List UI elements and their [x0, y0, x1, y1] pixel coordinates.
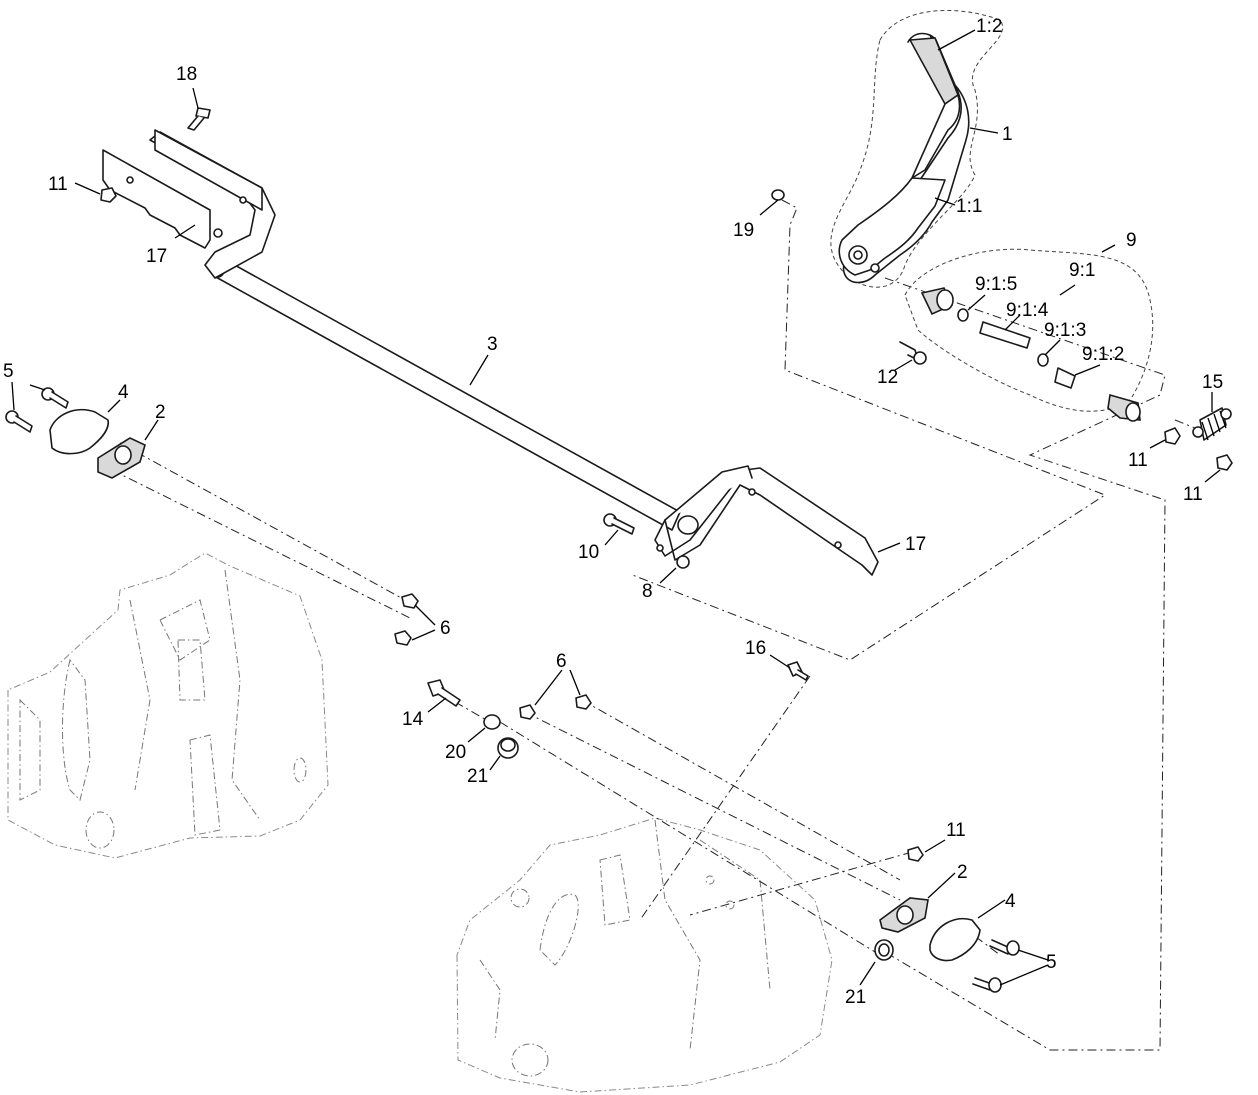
bushing-21-bottom: [874, 939, 894, 961]
assembly-1-outline: [830, 10, 1003, 288]
callout-5-left-a: 5: [3, 361, 14, 382]
bolt-16: [787, 661, 809, 681]
nut-6-lower: [394, 630, 412, 646]
left-arm-bracket: [102, 129, 276, 279]
nut-6-middle-a: [519, 704, 536, 720]
callout-17-bottom: 17: [905, 534, 926, 555]
callout-9-1: 9:1: [1069, 260, 1095, 281]
right-arm-bracket: [654, 465, 879, 576]
callout-11-right-b: 11: [1183, 484, 1203, 505]
callout-4-left: 4: [118, 382, 129, 403]
washer-8: [676, 555, 690, 569]
callout-2-left: 2: [155, 402, 166, 423]
nut-11-lower: [907, 846, 924, 862]
callout-3: 3: [487, 334, 498, 355]
callout-21-top: 21: [467, 766, 488, 787]
callout-1-2: 1:2: [976, 16, 1002, 37]
bolts-5-left: [5, 387, 69, 433]
callout-9-1-3: 9:1:3: [1044, 320, 1086, 341]
callout-labels: 1:2 1 1:1 19 9 9:1 9:1:5 9:1:4 9:1:3 9:1…: [3, 16, 1223, 1008]
callout-11-lower: 11: [946, 820, 966, 841]
nut-11-right-a: [1164, 427, 1181, 445]
plate-4-right: [929, 918, 981, 962]
callout-1-1: 1:1: [956, 196, 982, 217]
bolt-10: [603, 513, 635, 535]
right-frame-plate-ghost: [456, 817, 833, 1093]
nut-6-upper: [401, 593, 419, 609]
nut-11-top-left: [100, 187, 117, 203]
bearing-2-right: [879, 897, 929, 933]
callout-2-right: 2: [957, 862, 968, 883]
callout-14: 14: [402, 709, 424, 730]
callout-21-bottom: 21: [845, 987, 866, 1008]
extension-spring: [1192, 407, 1232, 441]
plate-4-left: [49, 408, 110, 455]
callout-19: 19: [733, 220, 754, 241]
callout-15: 15: [1202, 372, 1223, 393]
callout-11-top-left: 11: [48, 174, 68, 195]
callout-9-1-2: 9:1:2: [1082, 344, 1124, 365]
pedal-arm: [838, 32, 970, 284]
callout-5-right: 5: [1046, 952, 1057, 973]
nut-6-middle-b: [575, 694, 592, 710]
callout-9-1-4: 9:1:4: [1006, 300, 1049, 321]
bushing-21-top: [497, 737, 519, 759]
callout-18: 18: [176, 64, 197, 85]
callout-4-right: 4: [1005, 891, 1016, 912]
callout-6-middle: 6: [556, 651, 567, 672]
left-frame-plate-ghost: [7, 552, 329, 859]
callout-16: 16: [745, 638, 766, 659]
washer-19: [771, 189, 785, 201]
callout-11-right-a: 11: [1128, 450, 1148, 471]
assembly-9-outline: [904, 248, 1154, 412]
cross-shaft: [210, 256, 681, 531]
callout-12: 12: [877, 367, 898, 388]
bearing-2-left: [97, 437, 146, 479]
callout-17-top: 17: [146, 246, 167, 267]
bolt-14: [427, 679, 461, 707]
callout-6-left: 6: [440, 618, 451, 639]
callout-1: 1: [1002, 124, 1013, 145]
callout-10: 10: [578, 542, 599, 563]
callout-8: 8: [642, 581, 653, 602]
bolts-5-right: [972, 939, 1020, 993]
pin-12: [899, 341, 927, 365]
washer-20: [483, 714, 501, 730]
callout-20: 20: [445, 742, 466, 763]
nut-11-right-b: [1216, 454, 1233, 471]
callout-9-1-5: 9:1:5: [975, 274, 1017, 295]
bolt-18: [187, 107, 211, 131]
leader-lines: [11, 29, 1221, 986]
callout-9: 9: [1126, 230, 1137, 251]
latch-assembly-9: [920, 287, 1141, 422]
